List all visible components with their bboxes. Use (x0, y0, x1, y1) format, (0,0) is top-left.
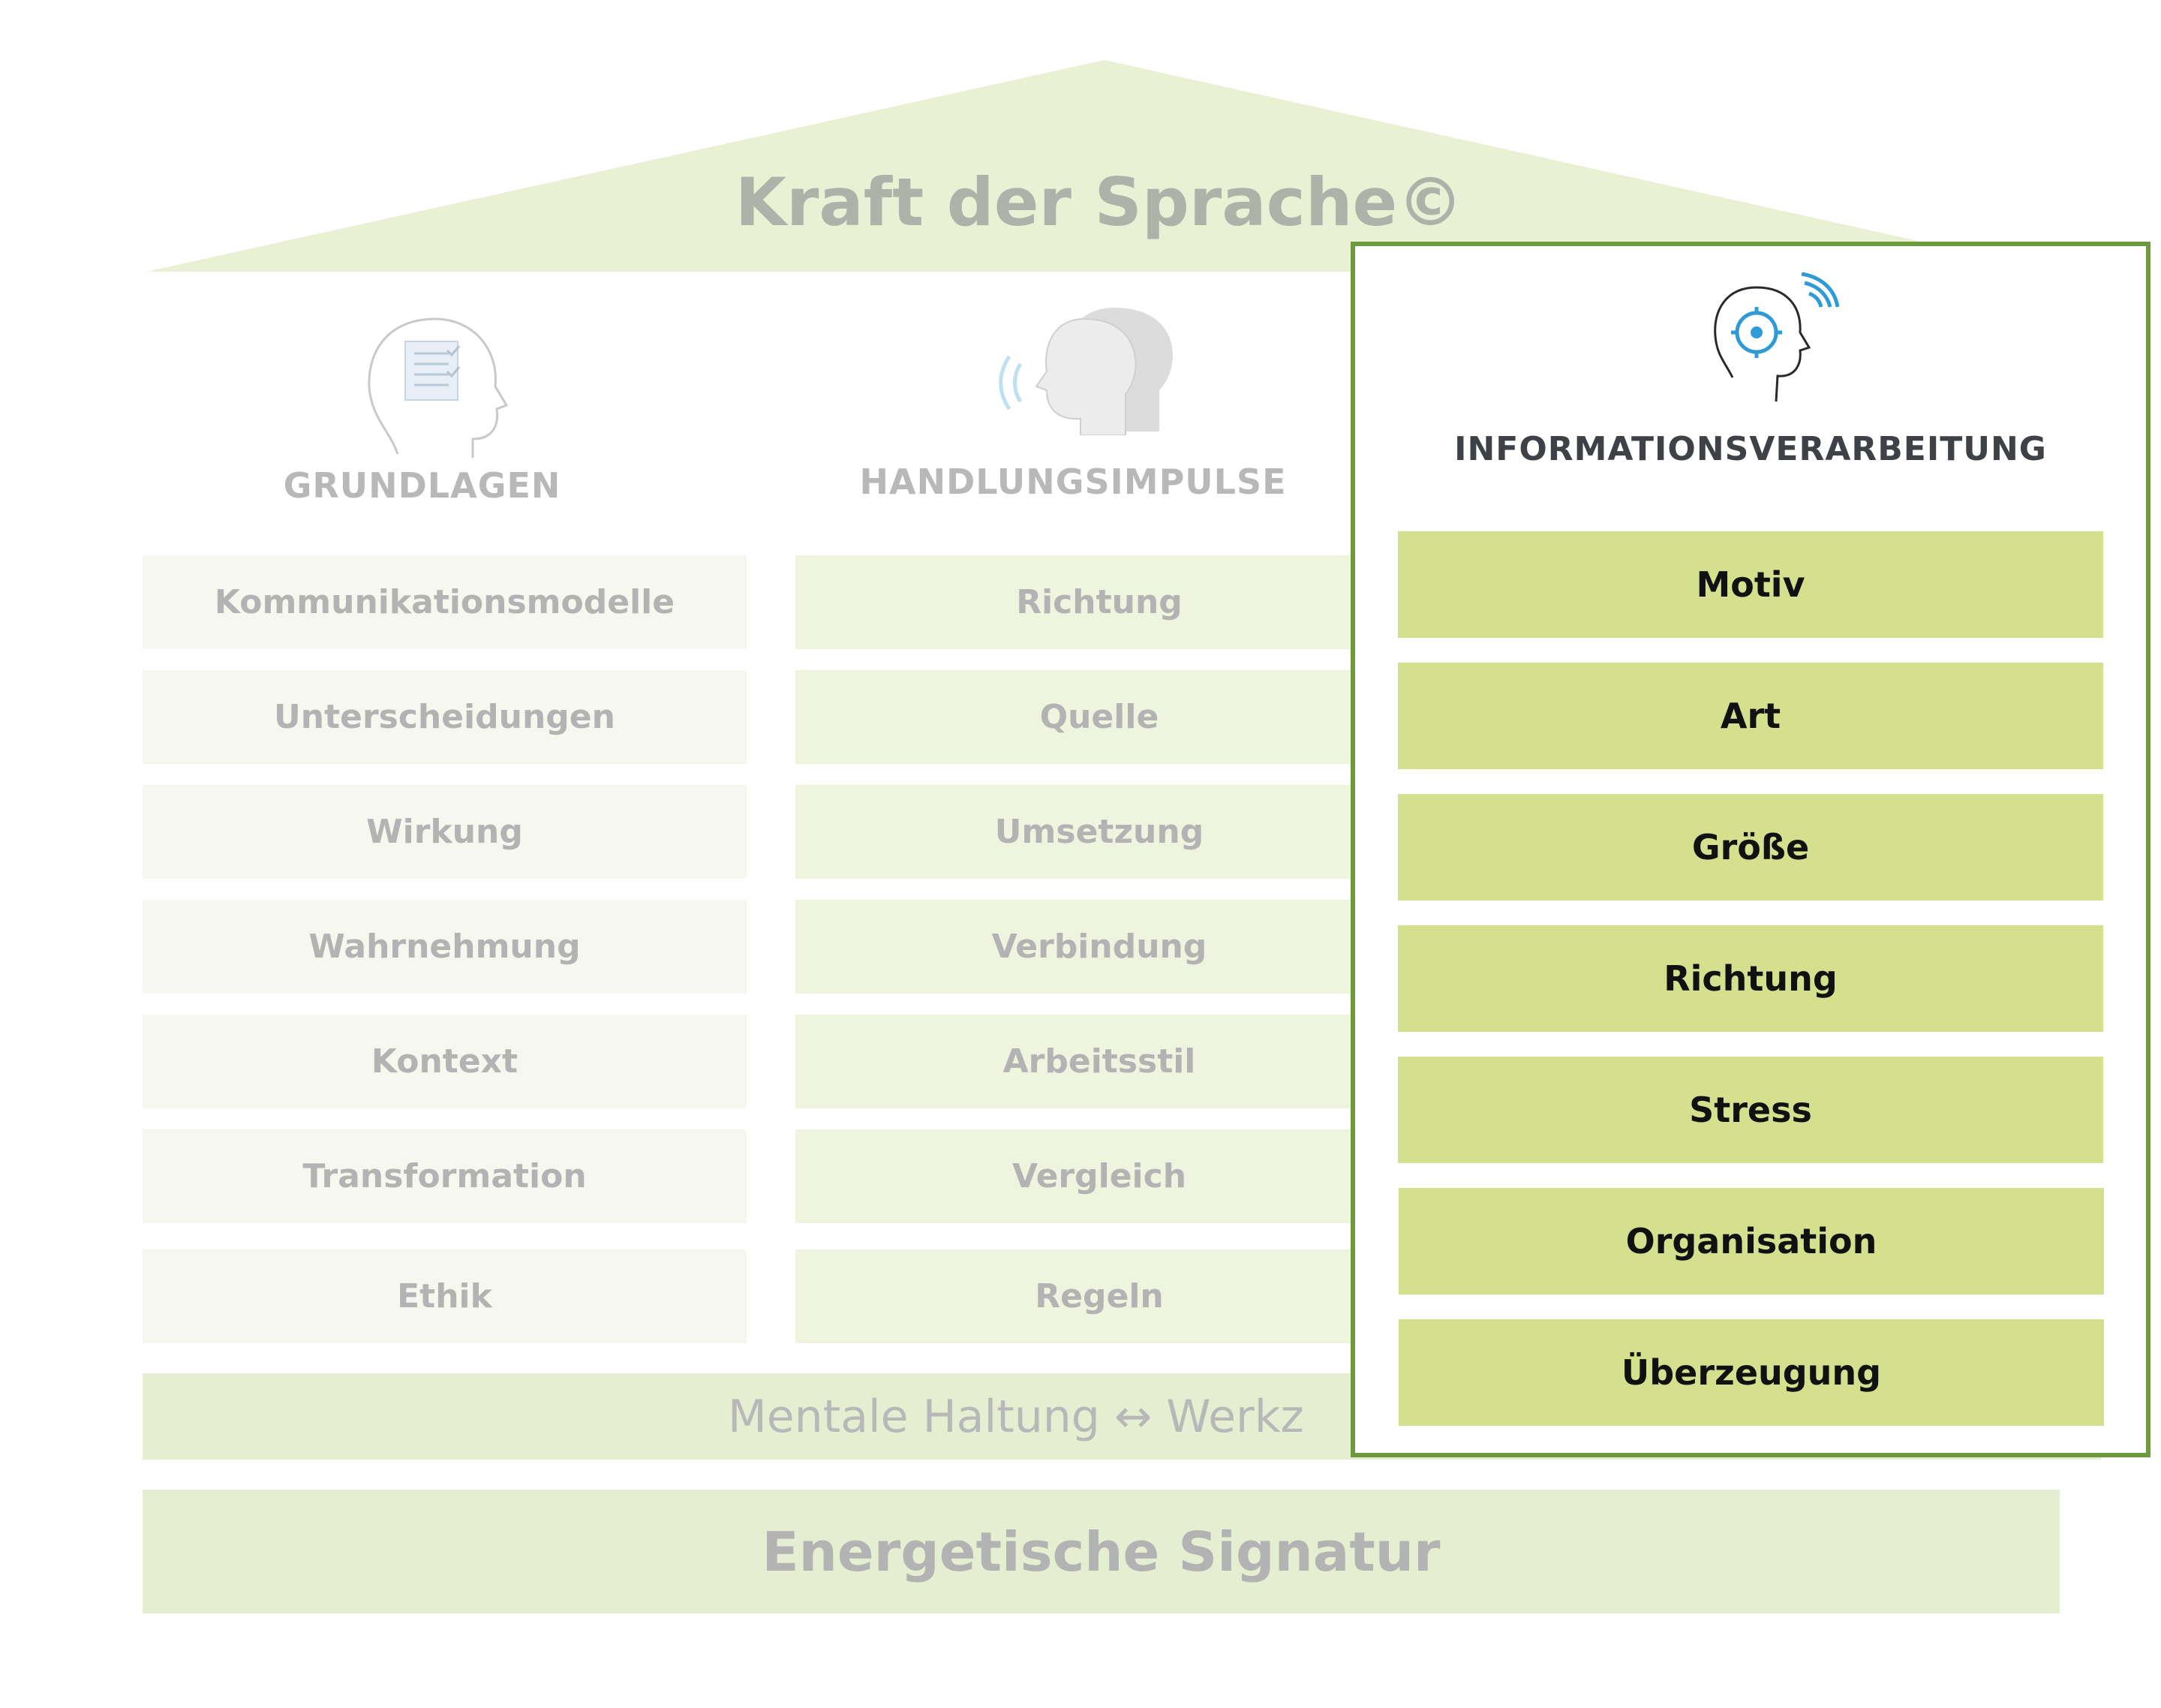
head-checklist-icon (368, 317, 509, 458)
list-item: Größe (1398, 794, 2103, 901)
energetic-signature-band: Energetische Signatur (143, 1490, 2060, 1613)
list-item: Motiv (1398, 531, 2103, 638)
roof-shape (146, 60, 1921, 272)
list-item: Ethik (143, 1249, 747, 1343)
column-heading: GRUNDLAGEN (283, 465, 561, 506)
list-item: Überzeugung (1399, 1319, 2104, 1426)
list-item: Regeln (795, 1249, 1403, 1343)
column-heading: HANDLUNGSIMPULSE (859, 462, 1287, 502)
head-target-signal-icon (1714, 272, 1839, 402)
list-item: Organisation (1399, 1188, 2104, 1295)
list-item: Wahrnehmung (143, 900, 747, 994)
roof-title: Kraft der Sprache© (735, 164, 1464, 241)
heads-speaking-icon (999, 308, 1173, 435)
list-item: Stress (1398, 1057, 2103, 1163)
panel-heading: INFORMATIONSVERARBEITUNG (1454, 430, 2047, 468)
list-item: Arbeitsstil (795, 1015, 1403, 1108)
list-item: Wirkung (143, 785, 747, 879)
highlight-panel-informationsverarbeitung: INFORMATIONSVERARBEITUNG Motiv Art Größe… (1351, 242, 2150, 1457)
list-item: Kontext (143, 1015, 747, 1108)
list-item: Richtung (795, 555, 1403, 649)
list-item: Art (1398, 663, 2103, 769)
list-item: Kommunikationsmodelle (143, 555, 747, 649)
list-item: Quelle (795, 670, 1403, 764)
list-item: Umsetzung (795, 785, 1403, 879)
list-item: Richtung (1398, 925, 2103, 1032)
list-item: Verbindung (795, 900, 1403, 994)
list-item: Unterscheidungen (143, 670, 747, 764)
list-item: Transformation (143, 1129, 747, 1223)
column-grundlagen: GRUNDLAGEN Kommunikationsmodelle Untersc… (143, 300, 747, 1351)
list-item: Vergleich (795, 1129, 1403, 1223)
column-handlungsimpulse: HANDLUNGSIMPULSE Richtung Quelle Umsetzu… (795, 300, 1403, 1351)
